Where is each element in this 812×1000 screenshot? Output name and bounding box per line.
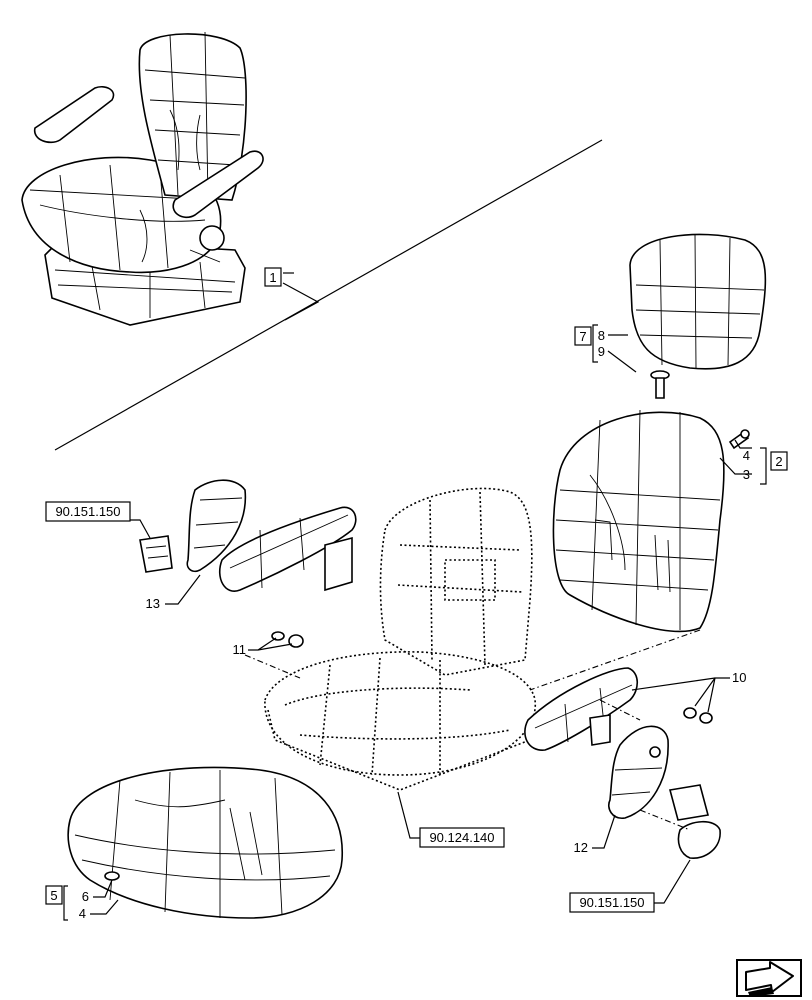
callout-6: 6	[82, 889, 89, 904]
headrest-part	[629, 233, 767, 370]
next-page-arrow-icon[interactable]	[736, 959, 802, 997]
callout-4-screw: 4	[79, 906, 86, 921]
seat-cushion-part	[67, 766, 343, 919]
headrest-pin-part	[650, 370, 670, 399]
callout-12: 12	[574, 840, 588, 855]
svg-text:1: 1	[269, 270, 276, 285]
callout-7: 7	[574, 326, 592, 346]
callout-8: 8	[598, 328, 605, 343]
armrest-right-part	[524, 667, 639, 751]
svg-text:90.124.140: 90.124.140	[429, 830, 494, 845]
backrest-part	[552, 409, 725, 633]
side-shield-left-part	[186, 479, 247, 573]
callout-5: 5	[45, 885, 63, 905]
reference-link-center[interactable]: 90.124.140	[419, 827, 505, 848]
leader-line	[54, 139, 603, 451]
reference-link-top-left[interactable]: 90.151.150	[45, 501, 131, 522]
leader-line	[282, 282, 320, 321]
svg-text:5: 5	[50, 888, 57, 903]
callout-13: 13	[146, 596, 160, 611]
seat-frame-part	[264, 487, 536, 791]
side-shield-right-part	[608, 725, 669, 819]
svg-text:7: 7	[579, 329, 586, 344]
reference-link-bottom-right[interactable]: 90.151.150	[569, 892, 655, 913]
washer-nut-part	[683, 707, 713, 724]
callout-4-bolt: 4	[743, 448, 750, 463]
bolt-part	[728, 429, 750, 450]
callout-10: 10	[732, 670, 746, 685]
callout-9: 9	[598, 344, 605, 359]
armrest-left-part	[218, 506, 357, 592]
callout-2: 2	[770, 451, 788, 471]
complete-seat-assembly	[21, 31, 264, 326]
callout-1: 1	[264, 267, 282, 287]
svg-text:90.151.150: 90.151.150	[579, 895, 644, 910]
switch-right-part	[669, 784, 721, 859]
svg-text:90.151.150: 90.151.150	[55, 504, 120, 519]
callout-11: 11	[233, 642, 247, 657]
switch-left-part	[139, 535, 173, 573]
callout-3: 3	[743, 467, 750, 482]
svg-text:2: 2	[775, 454, 782, 469]
